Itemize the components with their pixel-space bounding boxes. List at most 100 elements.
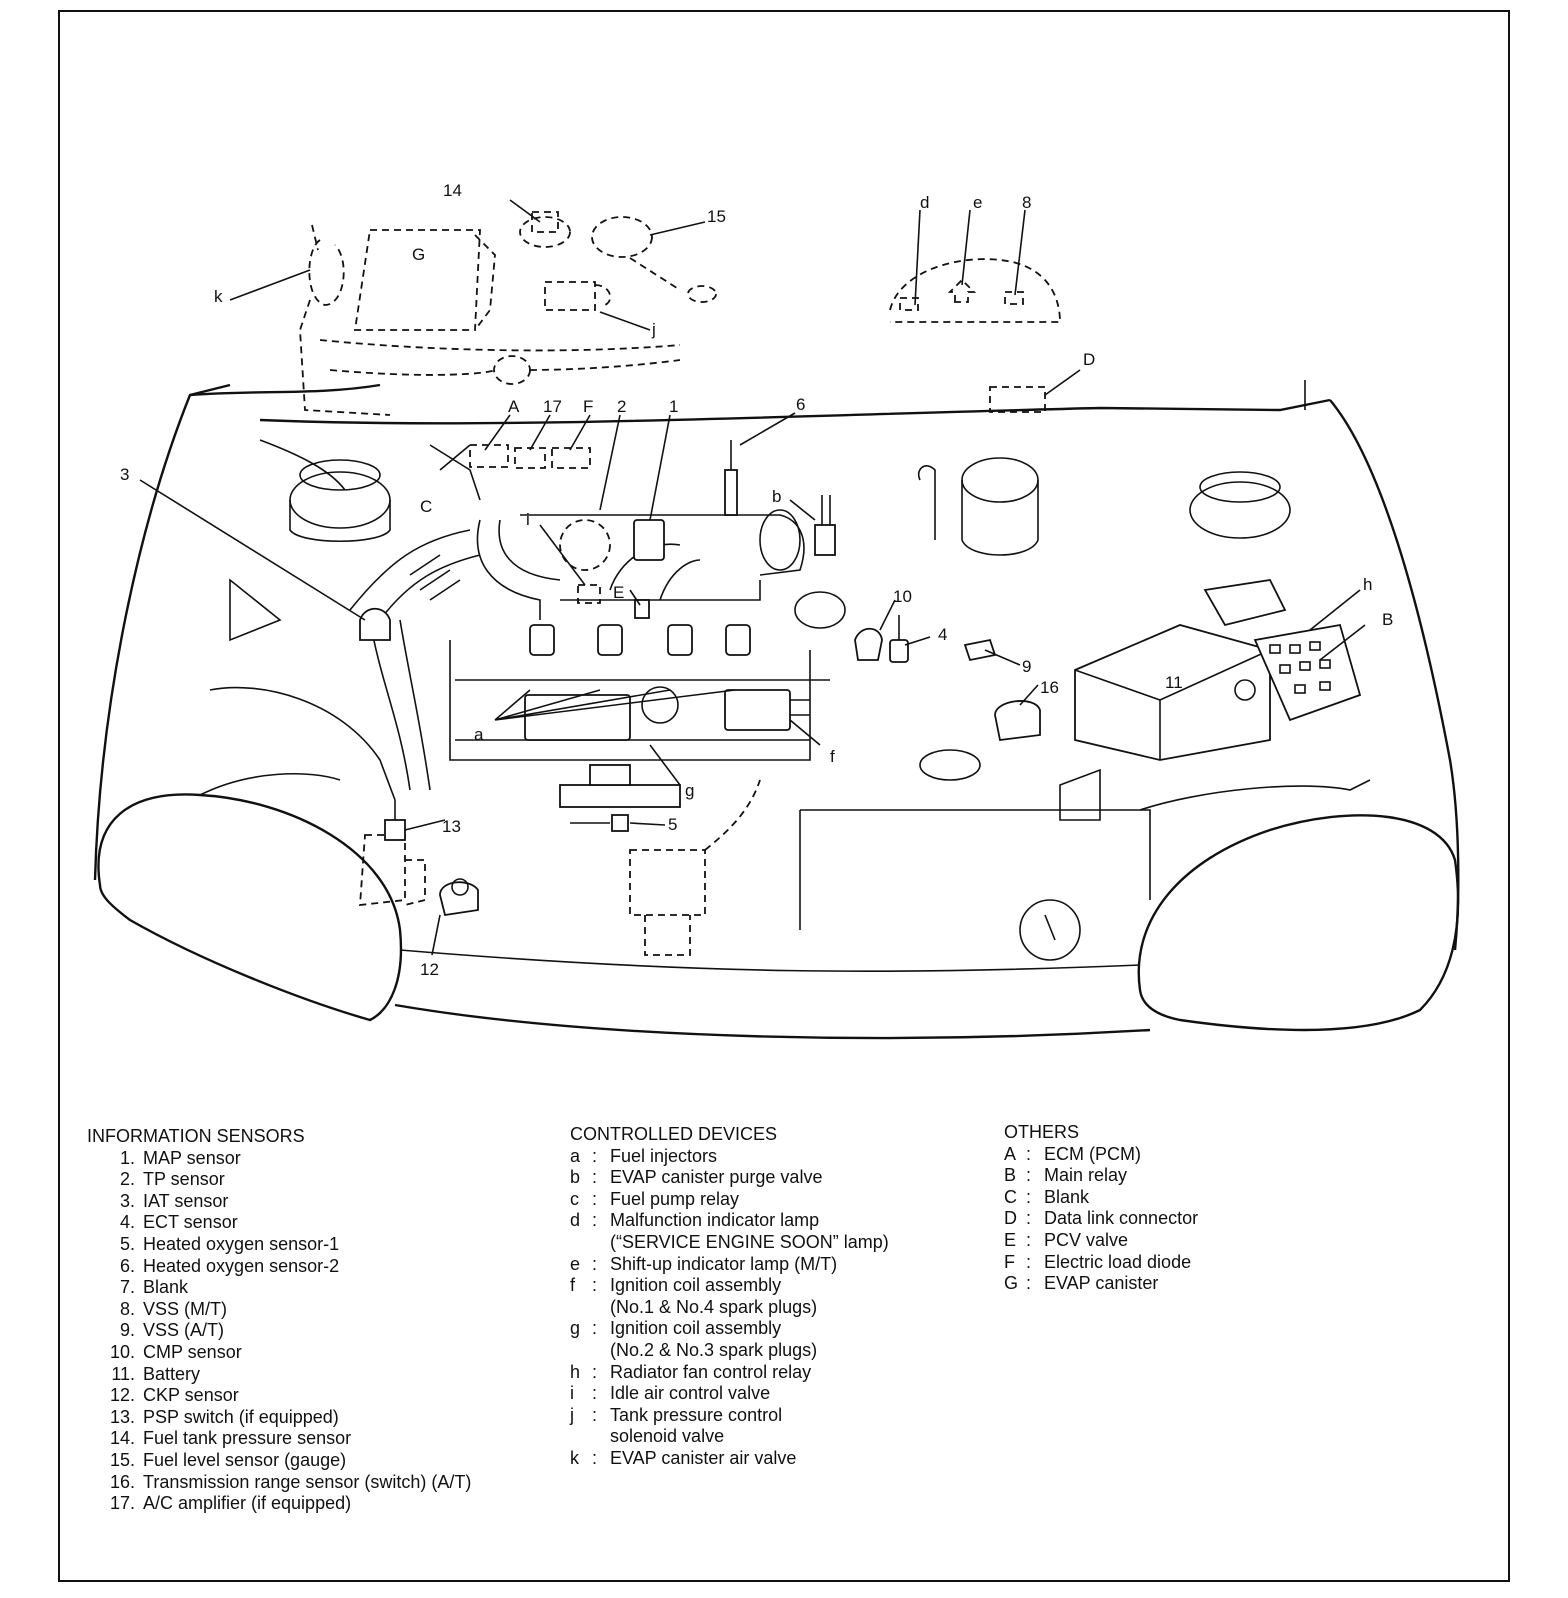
callout-D: D [1083, 350, 1095, 369]
legend-item: 5.Heated oxygen sensor-1 [87, 1234, 471, 1256]
legend-item: solenoid valve [570, 1426, 889, 1448]
legend-item-separator: : [592, 1253, 598, 1274]
legend-item-text: (No.1 & No.4 spark plugs) [610, 1296, 818, 1317]
legend-item-key [570, 1232, 592, 1254]
legend-item-text: Fuel level sensor (gauge) [143, 1449, 347, 1470]
legend-item: e:Shift-up indicator lamp (M/T) [570, 1254, 889, 1276]
callout-E: E [613, 583, 624, 602]
legend-item: f:Ignition coil assembly [570, 1275, 889, 1297]
legend-item: F:Electric load diode [1004, 1252, 1198, 1274]
callout-g: g [685, 781, 694, 800]
legend-item-text: PSP switch (if equipped) [143, 1406, 339, 1427]
legend-item-separator: : [1026, 1273, 1032, 1294]
legend-item-key: C [1004, 1186, 1017, 1207]
legend-item-number: 6. [119, 1255, 135, 1276]
legend-item: 9.VSS (A/T) [87, 1320, 471, 1342]
legend-item-number: 11. [111, 1363, 135, 1384]
callout-15: 15 [707, 207, 726, 226]
legend-item-text: ECM (PCM) [1044, 1143, 1141, 1164]
legend-item: (“SERVICE ENGINE SOON” lamp) [570, 1232, 889, 1254]
callout-3: 3 [120, 465, 129, 484]
legend-item-key: g [570, 1318, 581, 1339]
legend-item-key [570, 1297, 592, 1319]
legend-item-text: Transmission range sensor (switch) (A/T) [143, 1471, 472, 1492]
legend-item-key: f [570, 1275, 576, 1296]
callout-13: 13 [442, 817, 461, 836]
callout-k: k [214, 287, 223, 306]
legend-item-number: 8. [119, 1298, 135, 1319]
legend-item-number: 12. [109, 1385, 135, 1406]
legend-item-key: e [570, 1253, 581, 1274]
legend-item-text: Electric load diode [1044, 1251, 1192, 1272]
legend-item-key: E [1004, 1229, 1017, 1250]
callout-f: f [830, 747, 835, 766]
legend-item-number: 10. [109, 1341, 135, 1362]
legend-item-text: Fuel injectors [610, 1145, 718, 1166]
figure-frame [58, 10, 1510, 1582]
legend-item: E:PCV valve [1004, 1230, 1198, 1252]
callout-11: 11 [1165, 673, 1183, 692]
hidden-components [299, 211, 1061, 956]
legend-item: i:Idle air control valve [570, 1383, 889, 1405]
legend-item-text: PCV valve [1044, 1229, 1129, 1250]
legend-item-key: c [570, 1188, 579, 1209]
legend-item-key: d [570, 1210, 581, 1231]
legend-item-number: 2. [119, 1169, 135, 1190]
callout-a: a [474, 725, 484, 744]
legend-item-separator: : [1026, 1143, 1032, 1164]
legend-item-separator: : [592, 1210, 598, 1231]
legend-item-text: Fuel tank pressure sensor [143, 1428, 352, 1449]
legend-item: 8.VSS (M/T) [87, 1299, 471, 1321]
legend-item-text: Radiator fan control relay [610, 1361, 812, 1382]
legend-item: g: Ignition coil assembly [570, 1318, 889, 1340]
callout-4: 4 [938, 625, 947, 644]
legend-item-number: 17. [109, 1493, 135, 1514]
sensor-shapes [359, 440, 1041, 917]
legend-item-text: Ignition coil assembly [610, 1318, 782, 1339]
callout-B: B [1382, 610, 1393, 629]
callout-h: h [1363, 575, 1372, 594]
legend-item-key: k [570, 1447, 579, 1468]
legend-item-text: MAP sensor [143, 1147, 241, 1168]
legend-item-separator: : [592, 1361, 598, 1382]
legend-item: 14. Fuel tank pressure sensor [87, 1428, 471, 1450]
legend-item-key: F [1004, 1251, 1015, 1272]
legend-item-separator [592, 1232, 610, 1254]
legend-item-text: Idle air control valve [610, 1383, 771, 1404]
legend-item-number: 3. [119, 1190, 135, 1211]
legend-item-text: Fuel pump relay [610, 1188, 740, 1209]
legend-item: (No.1 & No.4 spark plugs) [570, 1297, 889, 1319]
callout-j: j [651, 320, 656, 339]
legend-item-number: 15. [109, 1449, 135, 1470]
legend-item-number: 14. [109, 1428, 135, 1449]
legend-item: D:Data link connector [1004, 1208, 1198, 1230]
legend-item: 13. PSP switch (if equipped) [87, 1407, 471, 1429]
legend-item-separator: : [592, 1318, 598, 1339]
callout-labels: 14 15 G k j d e 8 D A 17 F 2 1 6 3 C b i… [120, 181, 1393, 979]
legend-item: a:Fuel injectors [570, 1146, 889, 1168]
legend-item-separator [592, 1426, 610, 1448]
legend-item: B:Main relay [1004, 1165, 1198, 1187]
legend-item-number: 13. [109, 1406, 135, 1427]
legend-item: 12.CKP sensor [87, 1385, 471, 1407]
callout-8: 8 [1022, 193, 1031, 212]
legend-item: 15. Fuel level sensor (gauge) [87, 1450, 471, 1472]
legend-title: OTHERS [1004, 1122, 1080, 1142]
callout-17: 17 [543, 397, 562, 416]
legend-item-text: Ignition coil assembly [610, 1275, 782, 1296]
legend-item: 2.TP sensor [87, 1169, 471, 1191]
legend-item: 11.Battery [87, 1364, 471, 1386]
callout-6: 6 [796, 395, 805, 414]
legend-item-separator [592, 1340, 610, 1362]
legend-item-key: D [1004, 1208, 1017, 1229]
callout-5: 5 [668, 815, 677, 834]
legend-item-text: Main relay [1044, 1165, 1128, 1186]
legend-item-text: IAT sensor [143, 1190, 229, 1211]
callout-14: 14 [443, 181, 462, 200]
callout-10: 10 [893, 587, 912, 606]
callout-2: 2 [617, 397, 626, 416]
legend-item: 16. Transmission range sensor (switch) (A… [87, 1472, 471, 1494]
legend-item: c:Fuel pump relay [570, 1189, 889, 1211]
legend-item-number: 16. [109, 1471, 135, 1492]
legend-item-separator: : [592, 1167, 598, 1188]
